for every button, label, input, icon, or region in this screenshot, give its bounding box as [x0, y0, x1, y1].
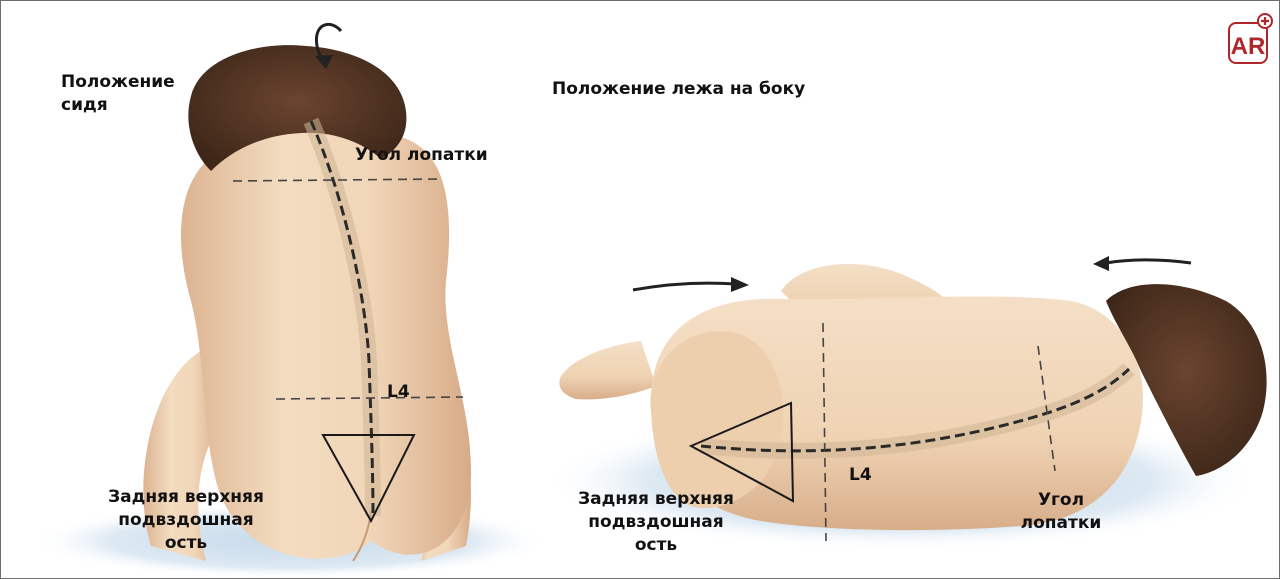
lying-iliac-line3: ость [566, 534, 746, 557]
lying-iliac-line2: подвздошная [566, 511, 746, 534]
lying-knees-arrow-head [731, 277, 749, 292]
lying-head-arrow-head [1093, 256, 1109, 271]
ar-logo-text: AR [1231, 33, 1266, 60]
sitting-title-line1: Положение [61, 71, 175, 94]
lying-scapula-label: Угол лопатки [1011, 489, 1111, 535]
lying-iliac-label: Задняя верхняя подвздошная ость [566, 488, 746, 557]
sitting-iliac-label: Задняя верхняя подвздошная ость [96, 486, 276, 555]
sitting-iliac-line2: подвздошная [96, 509, 276, 532]
sitting-iliac-line3: ость [96, 532, 276, 555]
lying-feet [559, 341, 656, 399]
ar-logo-icon: AR [1227, 13, 1273, 65]
lying-scapula-line2: лопатки [1011, 512, 1111, 535]
sitting-l4-label: L4 [387, 381, 410, 404]
sitting-iliac-line1: Задняя верхняя [96, 486, 276, 509]
lying-iliac-line1: Задняя верхняя [566, 488, 746, 511]
lying-knees-arrow [633, 283, 736, 290]
lying-l4-label: L4 [849, 464, 872, 487]
lying-title: Положение лежа на боку [552, 78, 805, 101]
lying-head-arrow [1106, 260, 1191, 263]
sitting-title: Положение сидя [61, 71, 175, 117]
sitting-title-line2: сидя [61, 94, 175, 117]
sitting-scapula-label: Угол лопатки [355, 144, 488, 167]
lying-scapula-line1: Угол [1011, 489, 1111, 512]
